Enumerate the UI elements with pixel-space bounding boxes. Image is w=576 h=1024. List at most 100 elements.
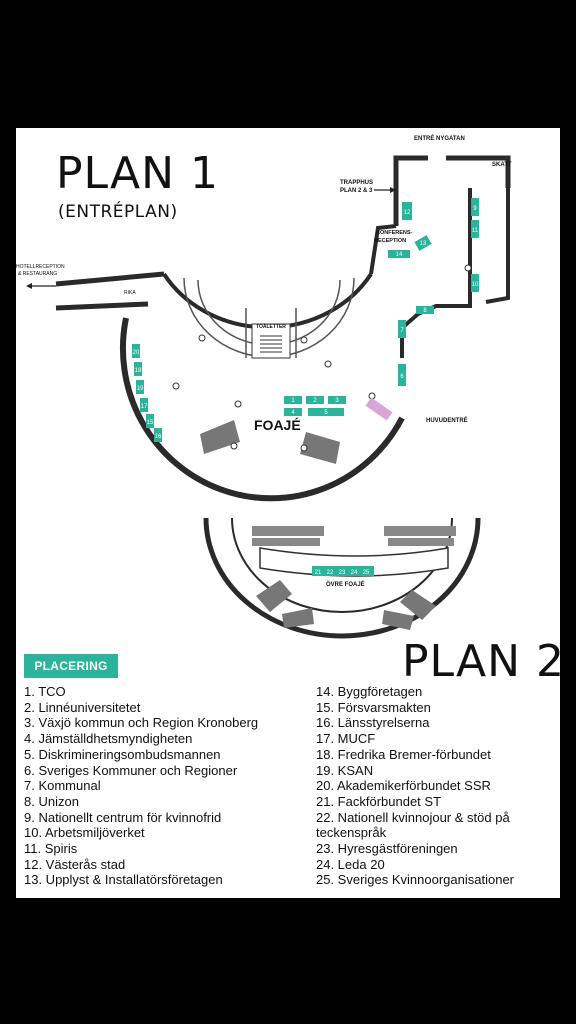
booth-label-25: 25 — [363, 570, 370, 576]
booth-6 — [398, 364, 406, 386]
far-east-walls — [485, 188, 510, 304]
label-trapphus: TRAPPHUS — [340, 180, 373, 186]
booth-13 — [414, 235, 432, 251]
booth-17 — [140, 398, 148, 412]
label-hotellreception: HOTELLRECEPTION — [16, 264, 65, 270]
booth-label-13: 13 — [420, 241, 427, 247]
booth-15 — [146, 414, 154, 428]
main-entrance-marker — [365, 397, 393, 421]
legend-item: 2. Linnéuniversitetet — [24, 699, 141, 715]
legend-item: 11. Spiris — [24, 841, 78, 857]
booth-label-9: 9 — [473, 206, 477, 212]
west-corridor-walls — [55, 271, 165, 311]
east-block-walls — [417, 188, 472, 316]
legend-item: 20. Akademikerförbundet SSR — [316, 778, 491, 794]
plan2-outer-ring — [203, 517, 481, 639]
plan2-title: PLAN 2 — [402, 636, 566, 687]
plan1-title: PLAN 1 — [56, 148, 220, 199]
stairwell-arrow-icon — [374, 187, 396, 193]
booth-label-23: 23 — [339, 570, 346, 576]
plan1-subtitle: (ENTRÉPLAN) — [58, 202, 178, 222]
booth-label-22: 22 — [327, 570, 334, 576]
booth-label-2: 2 — [313, 398, 317, 404]
booths-21-25 — [312, 566, 374, 576]
legend-item: 4. Jämställdhetsmyndigheten — [24, 731, 193, 747]
legend-item: 25. Sveriges Kvinnoorganisationer — [316, 872, 515, 888]
booth-label-12: 12 — [404, 210, 411, 216]
legend-item: 17. MUCF — [316, 731, 376, 747]
booth-2 — [306, 396, 324, 404]
plan2-seating-rows — [252, 526, 456, 546]
legend-item: 5. Diskrimineringsombudsmannen — [24, 746, 221, 762]
label-restaurang: & RESTAURANG — [18, 271, 57, 277]
legend-item: 6. Sveriges Kommuner och Regioner — [24, 762, 238, 778]
booths — [132, 198, 479, 576]
plan2-side-stairs — [256, 580, 436, 630]
booth-4 — [284, 408, 302, 416]
booth-label-11: 11 — [472, 228, 479, 234]
booth-18 — [134, 362, 142, 376]
booth-label-17: 17 — [141, 404, 148, 410]
legend-item: 12. Västerås stad — [24, 856, 126, 872]
northeast-block-walls — [393, 155, 511, 226]
legend-item: 14. Byggföretagen — [316, 684, 423, 699]
booth-14 — [388, 250, 410, 258]
booth-10 — [471, 274, 479, 292]
label-foaje: FOAJÉ — [254, 417, 301, 433]
label-rika: RIKA — [124, 290, 136, 296]
legend-item: 22. Nationell kvinnojour & stöd på — [316, 809, 510, 825]
legend-item: 19. KSAN — [316, 762, 374, 778]
label-entre-nygatan: ENTRÉ NYGATAN — [414, 134, 465, 142]
label-reception: RECEPTION — [374, 238, 406, 244]
booth-label-14: 14 — [396, 252, 403, 258]
booth-label-18: 18 — [135, 368, 142, 374]
toilet-walls — [245, 308, 297, 358]
booth-label-7: 7 — [400, 328, 404, 334]
toilet-stairs — [260, 335, 282, 353]
booth-label-4: 4 — [291, 410, 295, 416]
legend-item: 1. TCO — [24, 684, 66, 699]
booth-16 — [154, 428, 162, 442]
legend-item: 3. Växjö kommun och Region Kronoberg — [24, 715, 259, 731]
label-konferens: KONFERENS- — [376, 230, 413, 236]
booth-label-10: 10 — [472, 282, 479, 288]
booth-20 — [132, 344, 140, 358]
booth-7 — [398, 320, 406, 338]
booth-label-16: 16 — [155, 434, 162, 440]
booth-label-19: 19 — [137, 386, 144, 392]
label-toaletter: TOALETTER — [256, 324, 286, 330]
legend-item: 21. Fackförbundet ST — [316, 793, 442, 809]
label-trapphus-plan: PLAN 2 & 3 — [340, 188, 373, 194]
placering-heading: PLACERING — [24, 654, 118, 678]
legend-item: 8. Unizon — [24, 793, 79, 809]
legend-item: 9. Nationellt centrum för kvinnofrid — [24, 809, 222, 825]
booth-1 — [284, 396, 302, 404]
hotel-arrow-icon — [26, 283, 56, 289]
legend-item: 24. Leda 20 — [316, 856, 385, 872]
legend-item: 10. Arbetsmiljöverket — [24, 825, 145, 841]
legend-left-column: 1. TCO 2. Linnéuniversitetet 3. Växjö ko… — [24, 684, 314, 888]
booth-5 — [308, 408, 344, 416]
legend-item: 7. Kommunal — [24, 778, 101, 794]
label-huvudentre: HUVUDENTRÉ — [426, 416, 468, 424]
booth-3 — [328, 396, 346, 404]
booth-11 — [471, 220, 479, 238]
booth-label-5: 5 — [324, 410, 328, 416]
booth-label-20: 20 — [133, 350, 140, 356]
legend-item: teckenspråk — [316, 825, 387, 841]
label-ovre-foaje: ÖVRE FOAJÉ — [326, 580, 365, 588]
foyer-seating — [200, 420, 340, 464]
booth-label-3: 3 — [335, 398, 339, 404]
booth-19 — [136, 380, 144, 394]
plan2-balcony-front — [259, 547, 449, 577]
east-connector-wall — [369, 224, 397, 275]
booth-12 — [402, 202, 412, 220]
booth-label-8: 8 — [423, 308, 427, 314]
legend-item: 18. Fredrika Bremer-förbundet — [316, 746, 491, 762]
booth-8 — [416, 306, 434, 314]
columns — [172, 264, 472, 452]
legend-item: 16. Länsstyrelserna — [316, 715, 430, 731]
legend-right-column: 14. Byggföretagen 15. Försvarsmakten 16.… — [316, 684, 556, 888]
legend-item: 13. Upplyst & Installatörsföretagen — [24, 872, 223, 888]
booth-label-24: 24 — [351, 570, 358, 576]
